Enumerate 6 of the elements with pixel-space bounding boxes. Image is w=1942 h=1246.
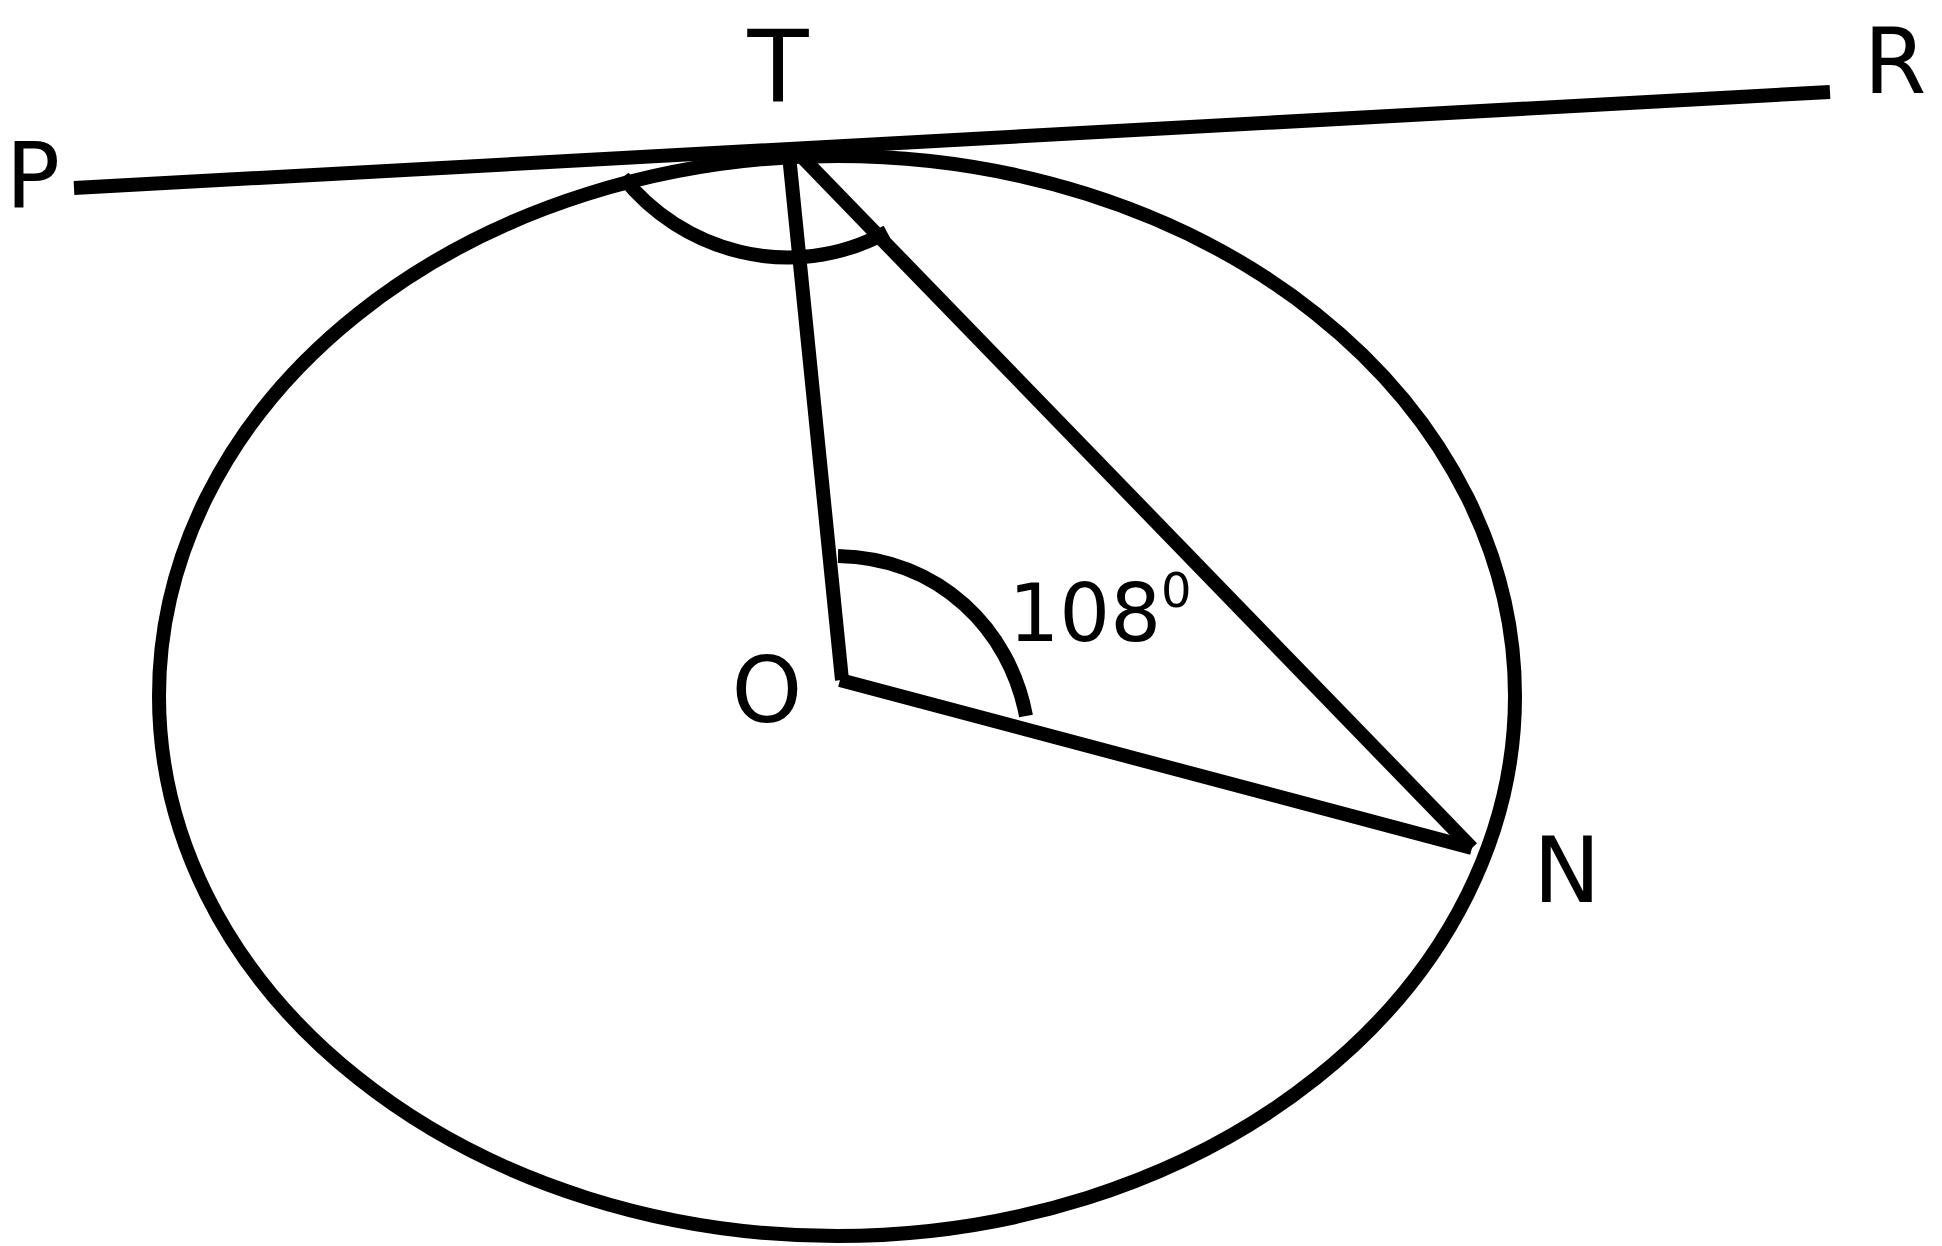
angle-label: 108$^{0}$ [1008, 566, 1192, 654]
point-label: N [1533, 826, 1601, 916]
point-label: O [731, 646, 803, 736]
point-label: P [5, 132, 61, 222]
point-label: T [747, 18, 809, 118]
point-label: R [1863, 17, 1927, 107]
